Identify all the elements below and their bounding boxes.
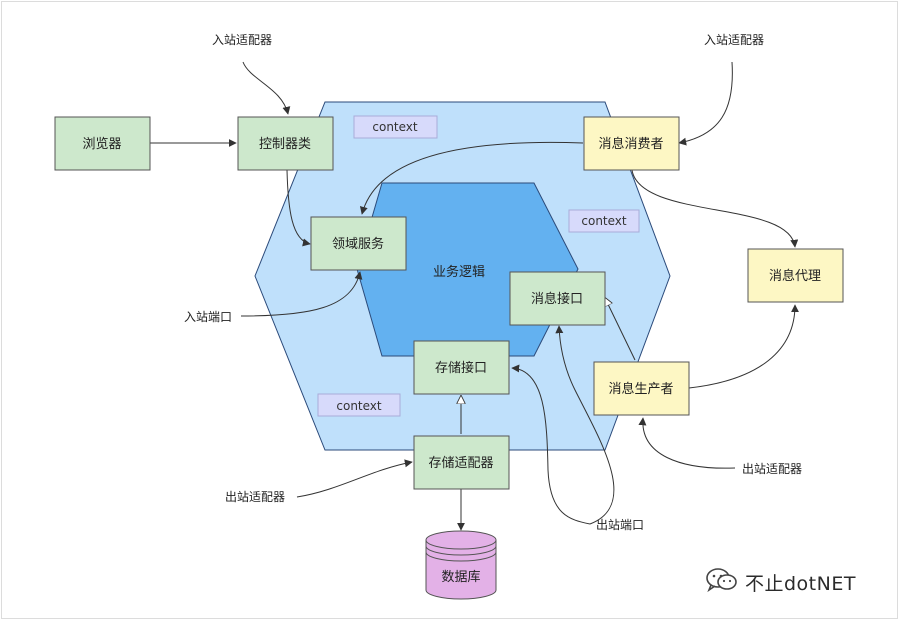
- edge-controller-domain-service: [286, 169, 311, 247]
- watermark-text: 不止dotNET: [745, 572, 856, 595]
- inbound-adapter-left-label: 入站适配器: [212, 33, 272, 47]
- controller-node[interactable]: 控制器类: [237, 116, 334, 171]
- outbound-adapter-right-label: 出站适配器: [742, 462, 802, 476]
- msg-producer-node[interactable]: 消息生产者: [593, 361, 690, 416]
- outbound-adapter-left-label: 出站适配器: [225, 490, 285, 504]
- business-logic-label: 业务逻辑: [433, 264, 485, 280]
- context-label: context: [372, 120, 418, 134]
- controller-label: 控制器类: [259, 137, 311, 152]
- wechat-icon: [705, 566, 739, 598]
- storage-adapter-node[interactable]: 存储适配器: [413, 435, 510, 490]
- inbound-adapter-right-label: 入站适配器: [704, 33, 764, 47]
- edge-consumer-domain-service: [359, 141, 584, 215]
- database-node[interactable]: 数据库: [425, 530, 497, 600]
- msg-producer-label: 消息生产者: [608, 381, 673, 397]
- edge-inbound-adapter-consumer: [678, 61, 733, 146]
- edge-inbound-adapter-controller: [242, 61, 291, 115]
- domain-service-label: 领域服务: [332, 236, 384, 252]
- storage-interface-label: 存储接口: [435, 360, 487, 376]
- edge-outbound-port-msg-interface: [555, 325, 615, 525]
- edge-producer-msg-interface: [605, 298, 636, 361]
- edge-outbound-port-storage-interface: [511, 364, 591, 525]
- edge-inbound-port-domain-service: [240, 271, 363, 317]
- msg-consumer-label: 消息消费者: [598, 136, 663, 152]
- msg-interface-label: 消息接口: [531, 291, 583, 307]
- context-badge-top: context: [353, 115, 438, 139]
- msg-broker-node[interactable]: 消息代理: [747, 248, 844, 303]
- msg-broker-label: 消息代理: [769, 268, 821, 284]
- context-label: context: [336, 399, 382, 413]
- msg-interface-node[interactable]: 消息接口: [509, 271, 606, 326]
- edge-outbound-adapter-storage-adapter: [296, 459, 413, 498]
- msg-consumer-node[interactable]: 消息消费者: [583, 116, 680, 171]
- browser-node[interactable]: 浏览器: [54, 116, 151, 171]
- watermark: 不止dotNET: [705, 566, 856, 598]
- context-badge-bottom: context: [317, 393, 401, 417]
- domain-service-node[interactable]: 领域服务: [310, 216, 407, 271]
- database-label: 数据库: [441, 569, 480, 585]
- context-label: context: [581, 214, 627, 228]
- edge-producer-broker: [688, 304, 799, 389]
- edge-consumer-broker: [631, 169, 799, 248]
- inbound-port-label: 入站端口: [184, 310, 232, 324]
- connectors: [150, 61, 799, 531]
- edge-outbound-adapter-producer: [638, 417, 736, 469]
- storage-interface-node[interactable]: 存储接口: [413, 340, 510, 395]
- outbound-port-label: 出站端口: [596, 518, 644, 532]
- storage-adapter-label: 存储适配器: [428, 456, 493, 471]
- context-badge-right: context: [568, 209, 640, 233]
- browser-label: 浏览器: [82, 136, 121, 152]
